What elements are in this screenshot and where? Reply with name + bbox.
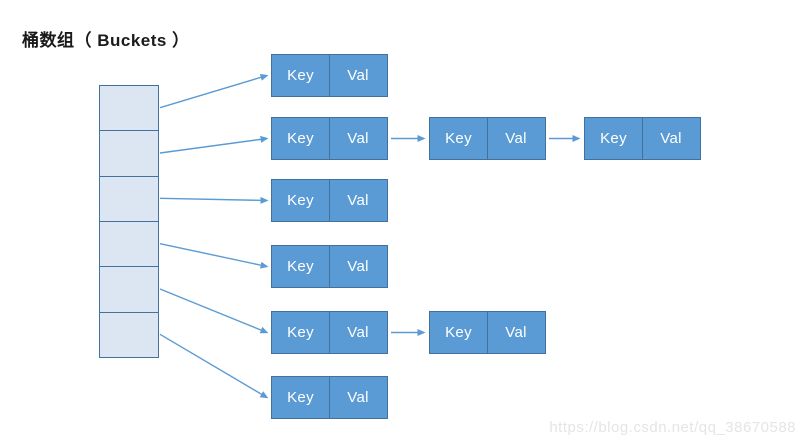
bucket-cell [99,130,159,178]
node-key-cell: Key [271,245,330,288]
bucket-cell [99,266,159,314]
arrow-line [159,288,269,334]
arrow-line [159,135,269,154]
arrow-line [159,333,269,399]
node-val-cell: Val [486,311,546,354]
bucket-cell [99,85,159,132]
node-key-cell: Key [271,54,330,97]
node-val-cell: Val [328,54,388,97]
node-key-cell: Key [271,376,330,419]
node-val-cell: Val [328,117,388,160]
bucket-cell [99,175,159,223]
node-val-cell: Val [328,311,388,354]
node-key-cell: Key [429,117,488,160]
node-key-cell: Key [271,311,330,354]
node-key-cell: Key [271,117,330,160]
node-key-cell: Key [584,117,643,160]
bucket-cell [99,311,159,359]
arrow-line [159,74,269,109]
node-key-cell: Key [429,311,488,354]
node-key-cell: Key [271,179,330,222]
arrow-line [159,242,269,269]
arrow-line [159,196,269,204]
diagram-title: 桶数组（ Buckets ） [22,31,190,50]
node-val-cell: Val [328,179,388,222]
watermark-text: https://blog.csdn.net/qq_38670588 [549,419,796,436]
node-val-cell: Val [486,117,546,160]
node-val-cell: Val [328,376,388,419]
bucket-cell [99,220,159,268]
node-val-cell: Val [641,117,701,160]
node-val-cell: Val [328,245,388,288]
